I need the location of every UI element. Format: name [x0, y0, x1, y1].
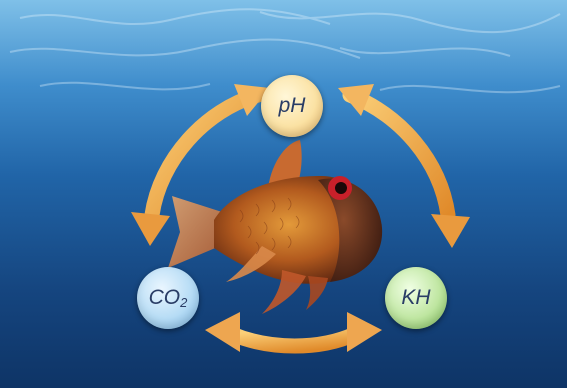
ph-label: pH	[279, 94, 306, 118]
kh-node: KH	[385, 267, 447, 329]
kh-label: KH	[401, 286, 430, 310]
ph-node: pH	[261, 75, 323, 137]
co2-label-main: CO	[149, 286, 181, 309]
fish-pupil	[335, 182, 347, 194]
co2-label-subscript: 2	[180, 295, 187, 310]
co2-label: CO2	[149, 286, 188, 310]
co2-node: CO2	[137, 267, 199, 329]
